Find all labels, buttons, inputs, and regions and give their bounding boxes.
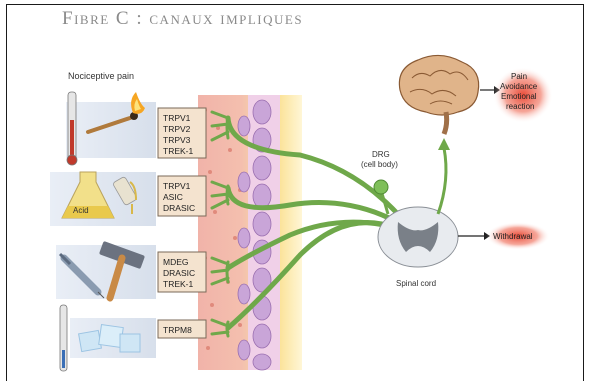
spinal-cord-label: Spinal cord (396, 279, 436, 288)
channel-heat-4: TREK-1 (163, 146, 194, 156)
channel-heat-1: TRPV1 (163, 113, 191, 123)
channel-mech-2: DRASIC (163, 268, 195, 278)
channel-acid-3: DRASIC (163, 203, 195, 213)
ascending-arrow (438, 138, 450, 150)
channel-mech-3: TREK-1 (163, 279, 194, 289)
output-pain: Pain (511, 72, 527, 81)
nociceptive-pain-label: Nociceptive pain (68, 71, 134, 81)
output-emotional: Emotional (501, 92, 537, 101)
channel-mech-1: MDEG (163, 257, 189, 267)
drg-cell-body (374, 180, 388, 194)
ascending-tract (438, 148, 446, 214)
channel-heat-2: TRPV2 (163, 124, 191, 134)
drg-label: DRG (372, 150, 390, 159)
output-reaction: reaction (506, 102, 534, 111)
channel-cold-1: TRPM8 (163, 325, 192, 335)
drg-sublabel: (cell body) (361, 160, 398, 169)
channel-acid-1: TRPV1 (163, 181, 191, 191)
withdrawal-label: Withdrawal (493, 232, 533, 241)
channel-acid-2: ASIC (163, 192, 183, 202)
channel-heat-3: TRPV3 (163, 135, 191, 145)
acid-label: Acid (73, 206, 89, 215)
brain-icon (399, 55, 478, 134)
output-avoidance: Avoidance (500, 82, 538, 91)
